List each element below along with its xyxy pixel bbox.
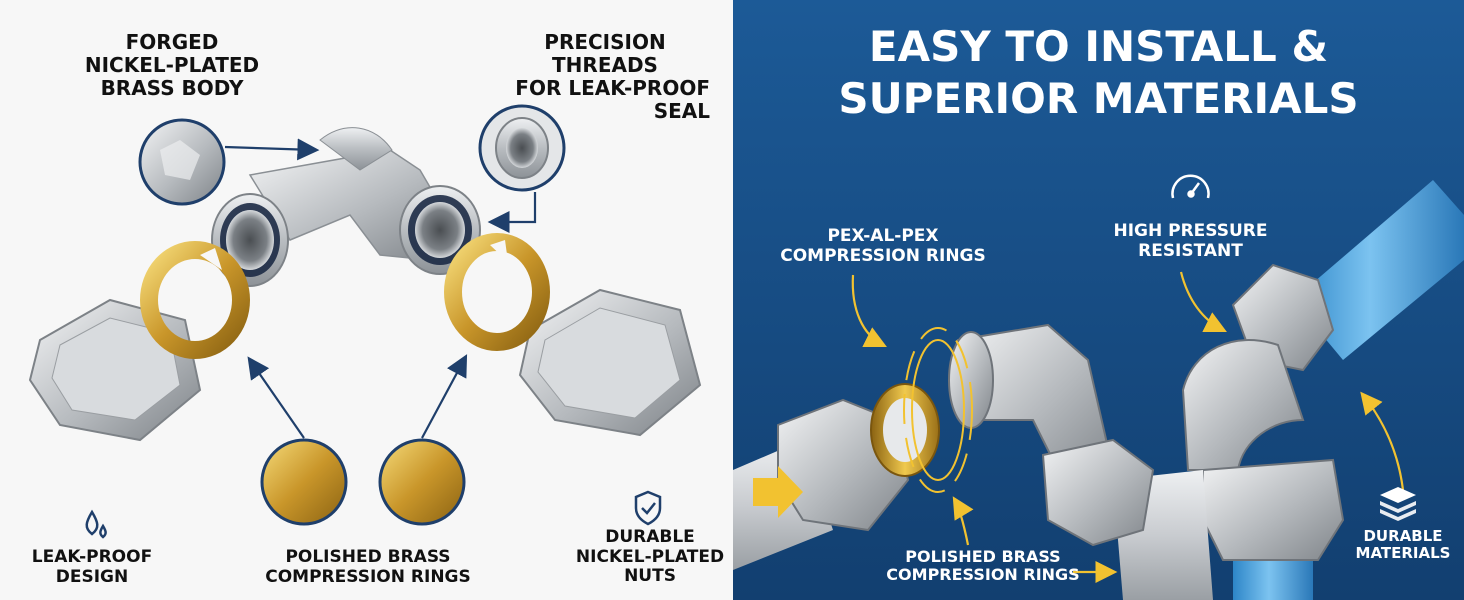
hex-nut-right bbox=[518, 288, 702, 437]
hex-nut-left bbox=[28, 298, 202, 442]
shield-check-icon bbox=[634, 490, 662, 526]
callout-line: BRASS BODY bbox=[100, 76, 244, 100]
headline-line: SUPERIOR MATERIALS bbox=[838, 74, 1359, 123]
callout-line: MATERIALS bbox=[1355, 544, 1451, 563]
callout-line: NUTS bbox=[624, 566, 676, 587]
gauge-icon bbox=[1171, 174, 1210, 199]
water-drops-icon bbox=[85, 509, 107, 539]
push-arrow bbox=[753, 466, 803, 518]
left-product-illustration bbox=[28, 104, 702, 539]
detail-circle-ring-left bbox=[260, 438, 348, 526]
callout-line: PRECISION bbox=[544, 30, 666, 54]
callout-line: FOR LEAK-PROOF bbox=[515, 76, 710, 100]
callout-line: POLISHED BRASS bbox=[905, 547, 1061, 566]
callout-polished-brass: POLISHED BRASS COMPRESSION RINGS bbox=[883, 547, 1083, 585]
callout-brass-rings: POLISHED BRASS COMPRESSION RINGS bbox=[258, 547, 478, 587]
headline: EASY TO INSTALL & SUPERIOR MATERIALS bbox=[733, 26, 1464, 120]
detail-circle-ring-right bbox=[378, 438, 466, 526]
callout-line: FORGED bbox=[125, 30, 219, 54]
callout-line: DESIGN bbox=[55, 566, 129, 587]
callout-high-pressure: HIGH PRESSURE RESISTANT bbox=[1098, 221, 1283, 261]
brass-ring-right bbox=[444, 233, 550, 351]
rotation-arcs bbox=[903, 327, 973, 493]
callout-forged-body: FORGED NICKEL-PLATED BRASS BODY bbox=[72, 31, 272, 100]
callout-arrows-left bbox=[224, 138, 537, 439]
callout-line: NICKEL-PLATED bbox=[84, 53, 260, 77]
callout-line: THREADS bbox=[552, 53, 658, 77]
headline-line: EASY TO INSTALL & bbox=[868, 22, 1329, 71]
detail-circle-threads bbox=[478, 104, 566, 192]
right-product-illustration bbox=[733, 0, 1464, 600]
callout-line: SEAL bbox=[653, 99, 710, 123]
callout-durable-nuts: DURABLE NICKEL-PLATED NUTS bbox=[570, 527, 730, 587]
callout-line: RESISTANT bbox=[1138, 240, 1243, 261]
callout-pex-rings: PEX-AL-PEX COMPRESSION RINGS bbox=[768, 226, 998, 266]
layers-icon bbox=[1380, 487, 1416, 521]
callout-line: HIGH PRESSURE bbox=[1113, 221, 1268, 241]
elbow-fitting-body bbox=[211, 127, 481, 287]
callout-line: COMPRESSION RINGS bbox=[265, 566, 471, 587]
callout-leak-proof: LEAK-PROOF DESIGN bbox=[22, 547, 162, 587]
left-panel: FORGED NICKEL-PLATED BRASS BODY PRECISIO… bbox=[22, 30, 730, 587]
callout-line: POLISHED BRASS bbox=[285, 547, 451, 567]
right-panel: EASY TO INSTALL & SUPERIOR MATERIALS PEX… bbox=[733, 0, 1464, 600]
callout-line: LEAK-PROOF bbox=[31, 547, 153, 567]
callout-line: COMPRESSION RINGS bbox=[886, 565, 1080, 585]
callout-precision-threads: PRECISION THREADS FOR LEAK-PROOF SEAL bbox=[480, 31, 710, 123]
detail-circle-body bbox=[138, 118, 226, 206]
callout-line: COMPRESSION RINGS bbox=[780, 245, 986, 266]
callout-line: DURABLE bbox=[605, 527, 695, 547]
brass-ring-left bbox=[140, 241, 250, 359]
callout-line: DURABLE bbox=[1363, 527, 1443, 545]
callout-line: PEX-AL-PEX bbox=[827, 226, 939, 246]
left-elbow-fitting bbox=[777, 323, 1155, 547]
callout-line: NICKEL-PLATED bbox=[575, 546, 725, 567]
callout-arrows-right bbox=[851, 271, 1405, 583]
callout-durable-materials: DURABLE MATERIALS bbox=[1353, 527, 1453, 563]
